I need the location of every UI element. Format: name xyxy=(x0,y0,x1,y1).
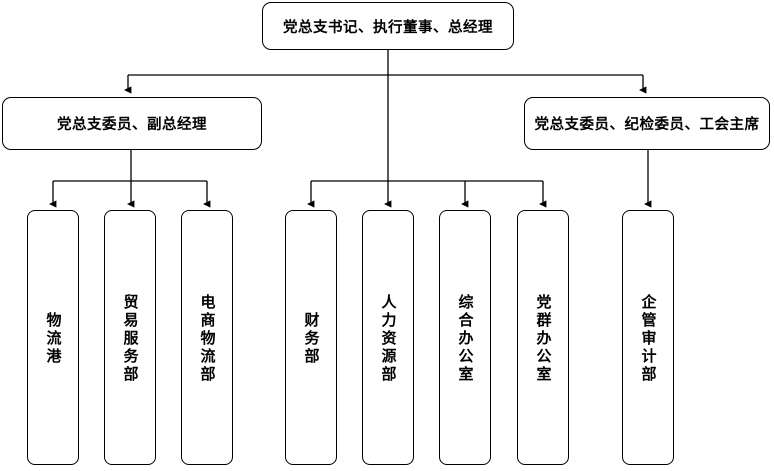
node-label: 企管审计部 xyxy=(639,293,658,384)
node-label: 党总支委员、纪检委员、工会主席 xyxy=(534,117,760,133)
node-label: 贸易服务部 xyxy=(121,293,140,384)
node-label: 电商物流部 xyxy=(198,293,217,384)
node-label: 财务部 xyxy=(302,311,321,366)
node-department-finance[interactable]: 财务部 xyxy=(285,210,337,465)
node-label: 党总支委员、副总经理 xyxy=(57,117,207,133)
node-label: 人力资源部 xyxy=(379,293,398,384)
node-party-committee-member-deputy-general-manager[interactable]: 党总支委员、副总经理 xyxy=(2,97,262,150)
node-department-enterprise-management-audit[interactable]: 企管审计部 xyxy=(622,210,674,465)
node-label: 党总支书记、执行董事、总经理 xyxy=(283,19,493,36)
node-department-trade-service[interactable]: 贸易服务部 xyxy=(104,210,156,465)
node-department-logistics-port[interactable]: 物流港 xyxy=(27,210,79,465)
node-department-party-mass-office[interactable]: 党群办公室 xyxy=(517,210,569,465)
node-party-committee-member-discipline-union-chair[interactable]: 党总支委员、纪检委员、工会主席 xyxy=(524,97,770,150)
node-label: 综合办公室 xyxy=(456,293,475,384)
node-department-human-resources[interactable]: 人力资源部 xyxy=(362,210,414,465)
node-department-ecommerce-logistics[interactable]: 电商物流部 xyxy=(181,210,233,465)
node-label: 物流港 xyxy=(44,311,63,366)
node-department-general-office[interactable]: 综合办公室 xyxy=(439,210,491,465)
node-party-secretary-executive-director-general-manager[interactable]: 党总支书记、执行董事、总经理 xyxy=(262,2,514,50)
node-label: 党群办公室 xyxy=(534,293,553,384)
